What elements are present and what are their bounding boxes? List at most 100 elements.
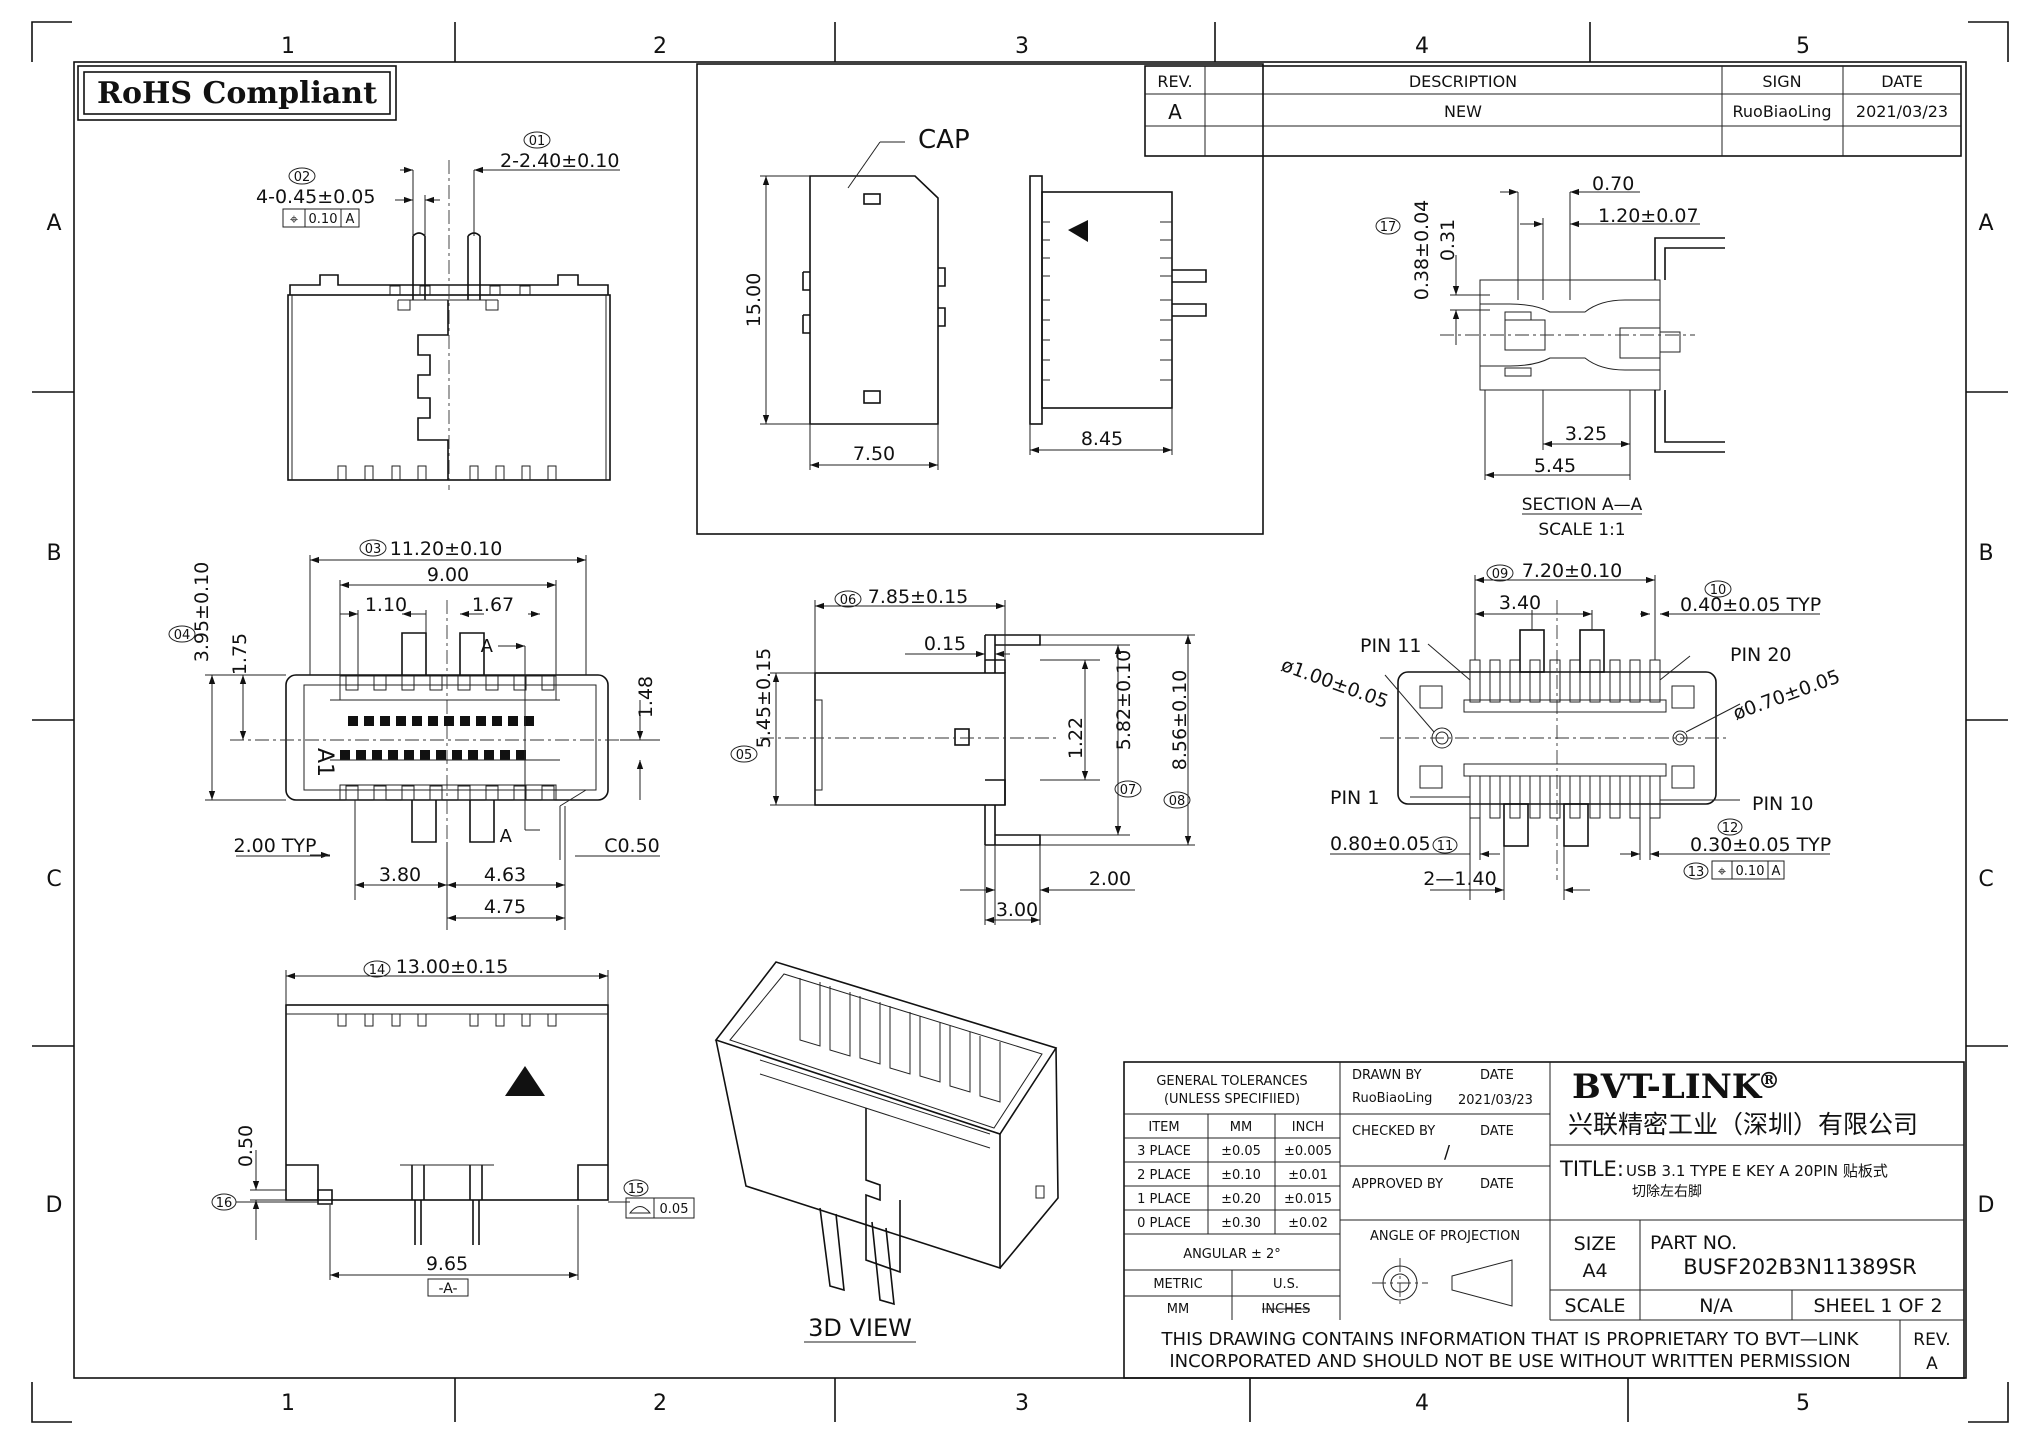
svg-text:RuoBiaoLing: RuoBiaoLing (1733, 102, 1832, 121)
svg-text:3D VIEW: 3D VIEW (808, 1314, 912, 1342)
svg-text:1: 1 (281, 1391, 295, 1416)
svg-text:03: 03 (365, 542, 382, 557)
svg-text:PIN 1: PIN 1 (1330, 787, 1379, 809)
svg-text:DATE: DATE (1480, 1124, 1514, 1139)
svg-text:0.70: 0.70 (1592, 173, 1634, 195)
svg-text:U.S.: U.S. (1273, 1277, 1299, 1292)
svg-text:3 PLACE: 3 PLACE (1137, 1144, 1191, 1159)
svg-text:5.45±0.15: 5.45±0.15 (753, 648, 775, 749)
svg-text:A: A (481, 636, 494, 657)
cap-view-frame: CAP 15.00 7.50 8.45 (696, 63, 1264, 535)
svg-text:A: A (346, 212, 355, 227)
sheet-border (31, 21, 2009, 1423)
svg-text:12: 12 (1722, 821, 1739, 836)
svg-text:0.40±0.05 TYP: 0.40±0.05 TYP (1680, 594, 1821, 616)
svg-text:09: 09 (1492, 567, 1509, 582)
svg-text:1.22: 1.22 (1065, 717, 1087, 759)
svg-text:7.50: 7.50 (853, 443, 895, 465)
svg-text:A: A (1926, 1354, 1938, 1374)
svg-text:1: 1 (281, 34, 295, 59)
svg-text:CHECKED BY: CHECKED BY (1352, 1124, 1435, 1139)
svg-text:(UNLESS SPECIFIIED): (UNLESS SPECIFIIED) (1164, 1092, 1300, 1107)
svg-text:A4: A4 (1582, 1260, 1607, 1282)
svg-text:0 PLACE: 0 PLACE (1137, 1216, 1191, 1231)
svg-text:9.00: 9.00 (427, 564, 469, 586)
rohs-badge: RoHS Compliant (77, 65, 397, 121)
svg-text:SIZE: SIZE (1574, 1233, 1617, 1255)
svg-text:0.05: 0.05 (660, 1202, 689, 1217)
svg-text:⌖: ⌖ (1718, 862, 1727, 880)
svg-text:±0.01: ±0.01 (1288, 1168, 1328, 1183)
svg-text:±0.015: ±0.015 (1284, 1192, 1332, 1207)
svg-text:DATE: DATE (1480, 1177, 1514, 1192)
svg-text:DRAWN BY: DRAWN BY (1352, 1068, 1422, 1083)
svg-text:15.00: 15.00 (743, 273, 765, 327)
row-labels-left: A B C D (46, 211, 63, 1218)
svg-text:±0.02: ±0.02 (1288, 1216, 1328, 1231)
svg-text:3.25: 3.25 (1565, 423, 1607, 445)
svg-text:1.75: 1.75 (229, 633, 251, 675)
svg-text:ø1.00±0.05: ø1.00±0.05 (1278, 654, 1391, 713)
svg-text:/: / (1444, 1142, 1451, 1163)
svg-text:2 PLACE: 2 PLACE (1137, 1168, 1191, 1183)
svg-text:0.80±0.05: 0.80±0.05 (1330, 833, 1431, 855)
svg-text:-A-: -A- (438, 1281, 457, 1297)
svg-text:0.31: 0.31 (1437, 219, 1459, 261)
svg-text:切除左右脚: 切除左右脚 (1632, 1184, 1702, 1200)
svg-text:C: C (1978, 867, 1993, 892)
svg-text:A: A (46, 211, 61, 236)
svg-text:4: 4 (1415, 34, 1429, 59)
svg-text:C0.50: C0.50 (604, 835, 660, 857)
svg-text:2—1.40: 2—1.40 (1423, 868, 1496, 890)
svg-text:APPROVED BY: APPROVED BY (1352, 1177, 1443, 1192)
svg-text:兴联精密工业（深圳）有限公司: 兴联精密工业（深圳）有限公司 (1568, 1110, 1918, 1139)
front-view-top: 01 2-2.40±0.10 02 4-0.45±0.05 ⌖ 0.10 A (256, 131, 620, 490)
rear-view: 14 13.00±0.15 0.50 16 9.65 -A- 15 0.05 (211, 956, 695, 1297)
svg-text:TITLE:: TITLE: (1559, 1157, 1624, 1181)
svg-text:8.56±0.10: 8.56±0.10 (1169, 670, 1191, 771)
svg-text:11: 11 (1437, 839, 1454, 854)
svg-text:0.30±0.05 TYP: 0.30±0.05 TYP (1690, 834, 1831, 856)
svg-text:8.45: 8.45 (1081, 428, 1123, 450)
title-block: GENERAL TOLERANCES (UNLESS SPECIFIIED) I… (1123, 1061, 1965, 1379)
svg-text:9.65: 9.65 (426, 1253, 468, 1275)
svg-text:3.00: 3.00 (996, 899, 1038, 921)
svg-text:ANGULAR ± 2°: ANGULAR ± 2° (1183, 1247, 1281, 1262)
svg-text:16: 16 (216, 1196, 233, 1211)
svg-text:N/A: N/A (1699, 1295, 1733, 1317)
svg-text:BUSF202B3N11389SR: BUSF202B3N11389SR (1683, 1255, 1916, 1279)
svg-text:A: A (1168, 100, 1182, 124)
column-labels-bottom: 1 2 3 4 5 (281, 1391, 1810, 1416)
svg-text:1.48: 1.48 (635, 676, 657, 718)
svg-text:A: A (1978, 211, 1993, 236)
svg-text:3.80: 3.80 (379, 864, 421, 886)
svg-text:1.20±0.07: 1.20±0.07 (1598, 205, 1699, 227)
svg-text:11.20±0.10: 11.20±0.10 (390, 538, 503, 560)
svg-text:SECTION A—A: SECTION A—A (1522, 495, 1643, 515)
svg-text:0.10: 0.10 (309, 212, 338, 227)
svg-text:INCORPORATED AND SHOULD NOT: INCORPORATED AND SHOULD NOT BE USE WITHO… (1169, 1351, 1850, 1372)
svg-text:PART NO.: PART NO. (1650, 1232, 1737, 1254)
svg-text:INCH: INCH (1292, 1120, 1324, 1135)
svg-text:4: 4 (1415, 1391, 1429, 1416)
svg-text:PIN 11: PIN 11 (1360, 635, 1422, 657)
column-labels-top: 1 2 3 4 5 (281, 34, 1810, 59)
svg-text:DESCRIPTION: DESCRIPTION (1409, 72, 1517, 91)
svg-text:0.15: 0.15 (924, 633, 966, 655)
svg-text:BVT-LINK: BVT-LINK (1572, 1067, 1763, 1107)
svg-text:A: A (1772, 864, 1781, 879)
svg-text:02: 02 (294, 170, 311, 185)
revision-table: REV. DESCRIPTION SIGN DATE A NEW RuoBiao… (1144, 65, 1962, 157)
svg-text:REV.: REV. (1913, 1330, 1950, 1350)
svg-text:DATE: DATE (1480, 1068, 1514, 1083)
svg-text:2021/03/23: 2021/03/23 (1458, 1093, 1533, 1108)
svg-text:A: A (500, 826, 513, 847)
svg-text:07: 07 (1120, 783, 1137, 798)
svg-text:SHEEL 1 OF 2: SHEEL 1 OF 2 (1813, 1295, 1942, 1317)
svg-text:USB 3.1 TYPE E KEY A 20P: USB 3.1 TYPE E KEY A 20PIN 贴板式 (1626, 1162, 1888, 1180)
svg-text:3.40: 3.40 (1499, 592, 1541, 614)
svg-text:SCALE: SCALE (1565, 1295, 1626, 1317)
svg-text:MM: MM (1167, 1302, 1189, 1317)
svg-text:2021/03/23: 2021/03/23 (1856, 102, 1948, 121)
